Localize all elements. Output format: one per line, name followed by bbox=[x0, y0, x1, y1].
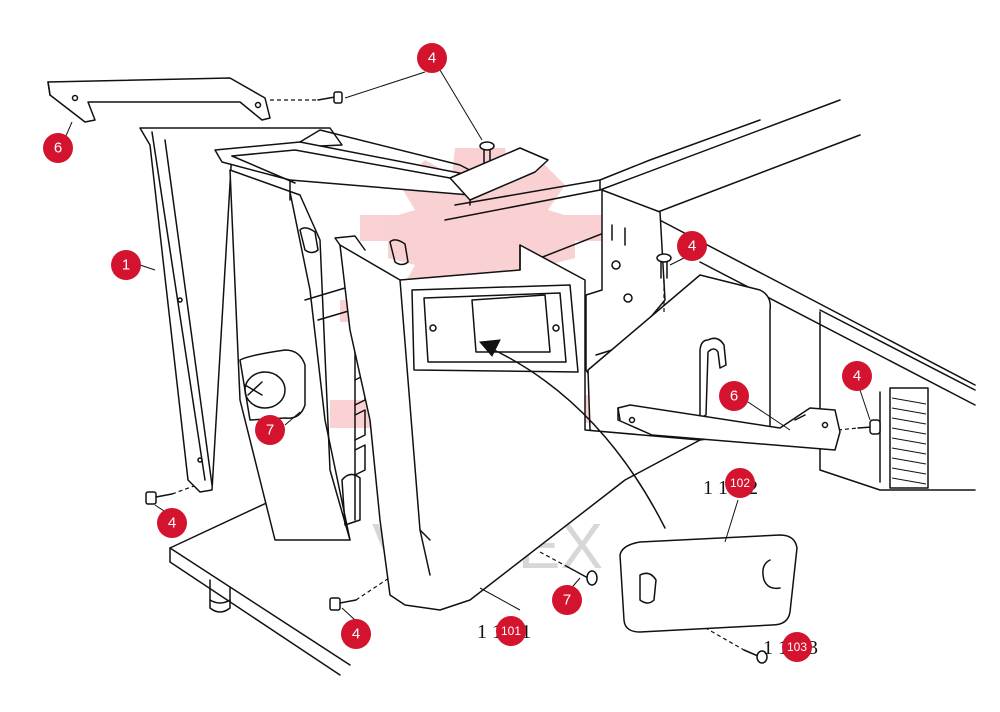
callout-102: 102 bbox=[725, 468, 755, 498]
top-bracket-left bbox=[47, 77, 271, 123]
top-rectangular-frame bbox=[214, 129, 549, 206]
cable bbox=[478, 339, 666, 529]
callout-6-top-left: 6 bbox=[43, 133, 73, 163]
screw-right-mid bbox=[857, 419, 881, 435]
screw-top-center bbox=[479, 141, 495, 166]
callout-4-left-bottom: 4 bbox=[157, 508, 187, 538]
machine-body bbox=[444, 99, 976, 491]
svg-text:7: 7 bbox=[266, 422, 274, 439]
screw-cover-small bbox=[743, 649, 768, 664]
callout-7-bottom: 7 bbox=[552, 585, 582, 615]
svg-text:4: 4 bbox=[428, 50, 436, 67]
screw-top-left bbox=[317, 91, 343, 104]
callout-4-top: 4 bbox=[417, 43, 447, 73]
small-cover bbox=[619, 534, 798, 633]
callout-4-bottom: 4 bbox=[341, 619, 371, 649]
svg-text:7: 7 bbox=[563, 592, 571, 609]
screw-bottom-center bbox=[329, 597, 357, 611]
callout-1: 1 bbox=[111, 250, 141, 280]
callout-103: 103 bbox=[782, 632, 812, 662]
front-bracket-right bbox=[617, 404, 841, 451]
svg-text:6: 6 bbox=[54, 140, 62, 157]
svg-text:4: 4 bbox=[168, 515, 176, 532]
svg-text:4: 4 bbox=[688, 238, 696, 255]
svg-text:4: 4 bbox=[853, 368, 861, 385]
svg-text:103: 103 bbox=[787, 640, 807, 654]
callout-7-left: 7 bbox=[255, 415, 285, 445]
front-cover bbox=[334, 235, 701, 611]
screw-bottom-right bbox=[565, 565, 598, 586]
svg-text:101: 101 bbox=[501, 624, 521, 638]
svg-text:102: 102 bbox=[730, 476, 750, 490]
callout-6-right: 6 bbox=[719, 381, 749, 411]
screw-left-bottom bbox=[145, 491, 173, 505]
svg-text:6: 6 bbox=[730, 388, 738, 405]
callout-4-right-upper: 4 bbox=[677, 231, 707, 261]
callout-4-right-mid: 4 bbox=[842, 361, 872, 391]
callout-101: 101 bbox=[496, 616, 526, 646]
screw-right-upper bbox=[656, 253, 672, 279]
svg-text:4: 4 bbox=[352, 626, 360, 643]
vent-grille bbox=[889, 387, 929, 489]
inner-chassis bbox=[229, 169, 409, 541]
svg-text:1: 1 bbox=[122, 257, 130, 274]
